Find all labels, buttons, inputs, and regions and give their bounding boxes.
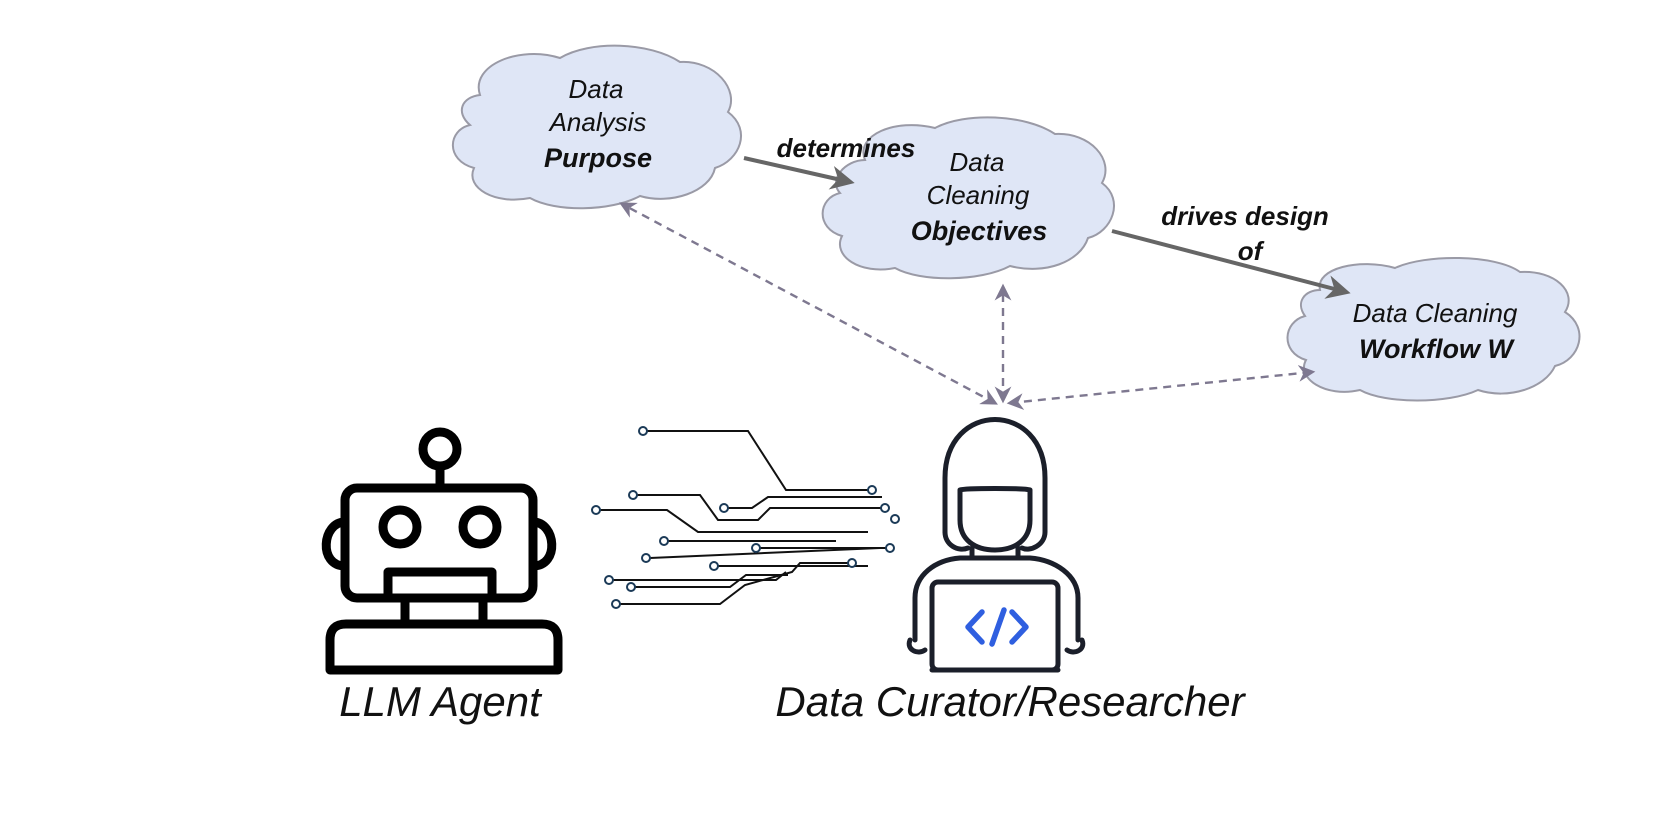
- node-purpose-line1: Data: [569, 74, 624, 104]
- edge-determines-arrow: [743, 156, 855, 190]
- cloud-data-cleaning-workflow: Data Cleaning Workflow W: [1286, 257, 1581, 402]
- node-objectives-bold: Objectives: [911, 216, 1048, 246]
- node-objectives-line1: Data: [950, 147, 1005, 177]
- code-brackets-icon: [965, 607, 1029, 647]
- circuit-lines-icon: [591, 426, 900, 609]
- robot-icon: [321, 427, 563, 675]
- node-workflow-bold: Workflow W: [1359, 334, 1516, 364]
- node-purpose-bold: Purpose: [544, 143, 652, 173]
- actor-label-data-curator: Data Curator/Researcher: [775, 678, 1246, 725]
- actor-label-llm-agent: LLM Agent: [339, 678, 543, 725]
- edge-determines-label: determines: [777, 133, 916, 163]
- node-purpose-line2: Analysis: [548, 107, 647, 137]
- person-with-laptop-icon: [906, 417, 1086, 673]
- edge-drives-label-line2: of: [1238, 236, 1265, 266]
- cloud-data-analysis-purpose: Data Analysis Purpose: [451, 44, 742, 210]
- node-workflow-line1: Data Cleaning: [1353, 298, 1518, 328]
- edge-drives-label-line1: drives design: [1161, 201, 1329, 231]
- node-objectives-line2: Cleaning: [927, 180, 1030, 210]
- cloud-shape: [1286, 257, 1581, 402]
- dashed-arrow-curator-workflow: [1006, 365, 1316, 410]
- edge-drives-arrow: [1111, 229, 1351, 299]
- cloud-shape: [451, 44, 742, 210]
- dashed-arrow-curator-purpose: [619, 202, 998, 405]
